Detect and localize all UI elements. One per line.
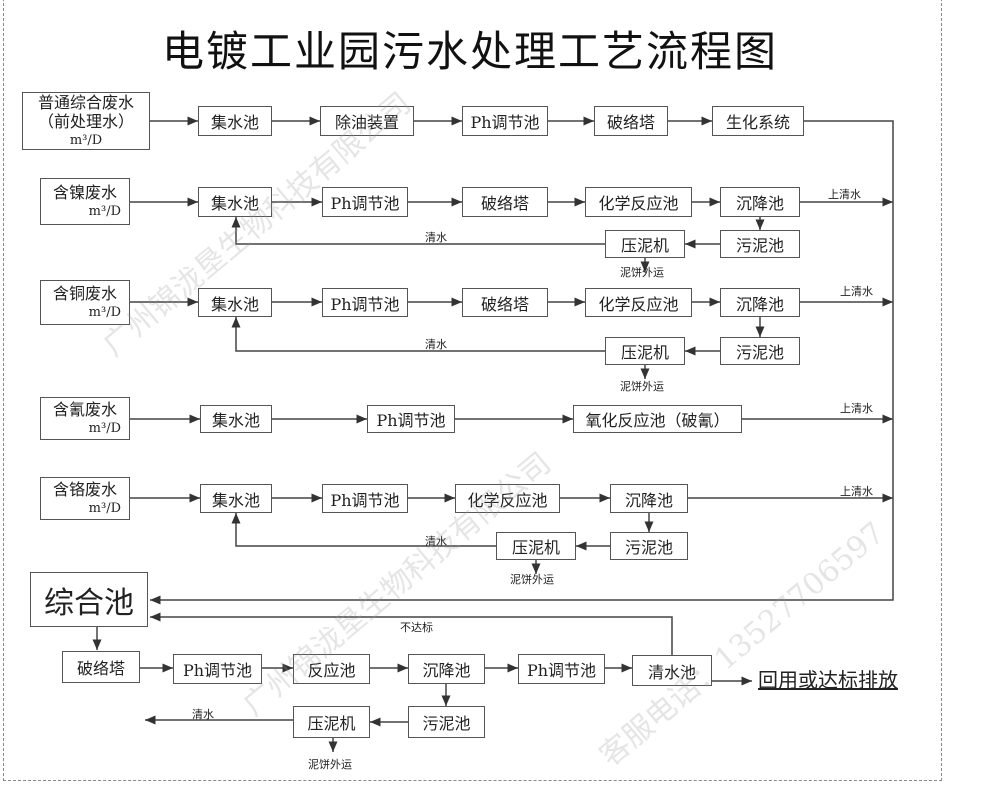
sludge-cake-label: 泥饼外运 bbox=[510, 573, 554, 586]
filter-press: 压泥机 bbox=[605, 230, 685, 258]
sludge-cake-label: 泥饼外运 bbox=[620, 266, 664, 279]
clear-water-label: 清水 bbox=[192, 708, 214, 721]
chemical-reaction-tank: 化学反应池 bbox=[455, 484, 560, 513]
source-label: 含铬废水 bbox=[52, 479, 117, 499]
source-label: 含铜废水 bbox=[52, 283, 117, 303]
clear-water-label: 清水 bbox=[425, 338, 447, 351]
supernatant-label: 上清水 bbox=[840, 285, 873, 298]
ph-adjust-tank: Ph调节池 bbox=[322, 187, 408, 217]
collection-tank: 集水池 bbox=[198, 106, 272, 136]
supernatant-label: 上清水 bbox=[840, 402, 873, 415]
dashed-frame bbox=[3, 0, 942, 781]
source-label: 含镍废水 bbox=[52, 182, 117, 202]
ph-adjust-tank: Ph调节池 bbox=[367, 405, 455, 433]
ph-adjust-tank: Ph调节池 bbox=[173, 654, 262, 684]
settling-tank: 沉降池 bbox=[720, 187, 800, 217]
filter-press: 压泥机 bbox=[496, 532, 576, 560]
diagram-title: 电镀工业园污水处理工艺流程图 bbox=[161, 27, 778, 76]
unit-label: m³/D bbox=[88, 500, 121, 516]
sludge-tank: 污泥池 bbox=[720, 230, 800, 258]
collection-tank: 集水池 bbox=[198, 187, 272, 217]
reuse-or-discharge-output: 回用或达标排放 bbox=[758, 668, 898, 692]
settling-tank: 沉降池 bbox=[408, 654, 485, 684]
unit-label: m³/D bbox=[88, 203, 121, 219]
sludge-tank: 污泥池 bbox=[408, 706, 485, 738]
reaction-tank: 反应池 bbox=[293, 654, 370, 684]
settling-tank: 沉降池 bbox=[720, 288, 800, 317]
ph-adjust-tank: Ph调节池 bbox=[322, 288, 408, 317]
clear-water-tank: 清水池 bbox=[632, 655, 712, 686]
chemical-reaction-tank: 化学反应池 bbox=[585, 288, 692, 317]
ph-adjust-tank: Ph调节池 bbox=[518, 654, 605, 684]
supernatant-label: 上清水 bbox=[840, 485, 873, 498]
unit-label: m³/D bbox=[88, 420, 121, 436]
clear-water-label: 清水 bbox=[425, 535, 447, 548]
filter-press: 压泥机 bbox=[293, 706, 370, 738]
unit-label: m³/D bbox=[88, 304, 121, 320]
ph-adjust-tank: Ph调节池 bbox=[322, 484, 408, 513]
biochemical-system: 生化系统 bbox=[712, 106, 804, 136]
sludge-tank: 污泥池 bbox=[720, 337, 800, 365]
not-standard-label: 不达标 bbox=[400, 621, 433, 634]
source-general-wastewater: 普通综合废水 （前处理水） m³/D bbox=[22, 92, 150, 150]
sludge-tank: 污泥池 bbox=[610, 532, 688, 560]
sludge-cake-label: 泥饼外运 bbox=[308, 758, 352, 771]
complex-breaking-tower: 破络塔 bbox=[462, 187, 548, 217]
source-label: 普通综合废水 bbox=[37, 92, 134, 112]
clear-water-label: 清水 bbox=[425, 231, 447, 244]
sludge-cake-label: 泥饼外运 bbox=[620, 380, 664, 393]
collection-tank: 集水池 bbox=[200, 484, 272, 513]
combined-pool: 综合池 bbox=[30, 572, 148, 627]
complex-breaking-tower: 破络塔 bbox=[462, 288, 548, 317]
collection-tank: 集水池 bbox=[198, 288, 272, 317]
source-sublabel: （前处理水） bbox=[37, 111, 134, 131]
oil-removal-unit: 除油装置 bbox=[320, 106, 414, 136]
filter-press: 压泥机 bbox=[605, 337, 685, 365]
supernatant-label: 上清水 bbox=[828, 188, 861, 201]
unit-label: m³/D bbox=[69, 132, 103, 148]
settling-tank: 沉降池 bbox=[610, 484, 688, 513]
ph-adjust-tank: Ph调节池 bbox=[462, 106, 548, 136]
collection-tank: 集水池 bbox=[200, 405, 272, 433]
oxidation-reaction-tank: 氧化反应池（破氰） bbox=[573, 405, 742, 433]
chemical-reaction-tank: 化学反应池 bbox=[585, 187, 692, 217]
complex-breaking-tower: 破络塔 bbox=[594, 106, 668, 136]
complex-breaking-tower: 破络塔 bbox=[62, 651, 140, 683]
source-label: 含氰废水 bbox=[52, 399, 117, 419]
